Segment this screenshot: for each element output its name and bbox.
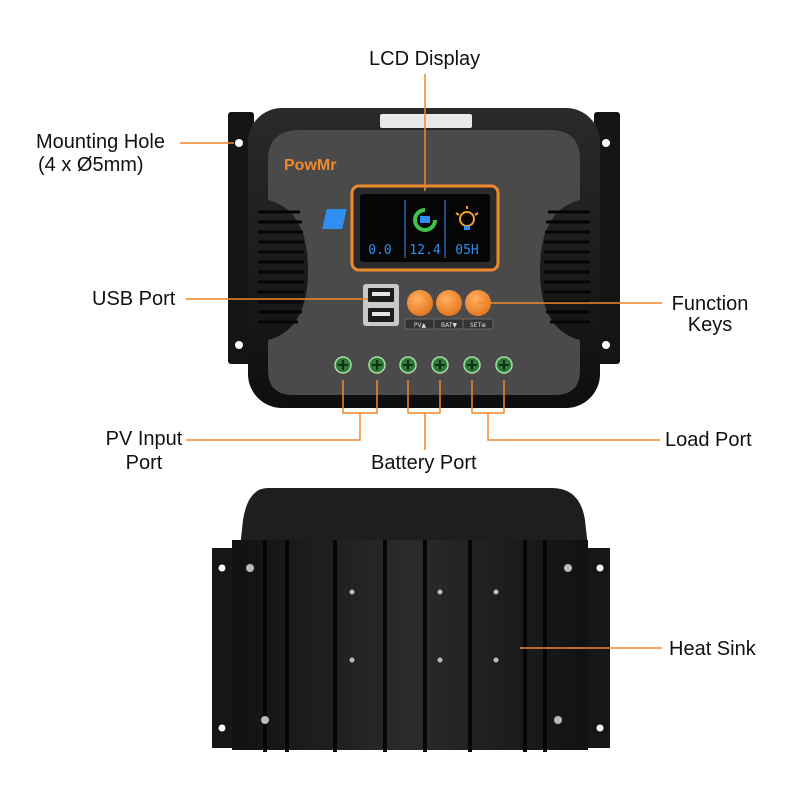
key-label: PV▲ [414,322,427,329]
mounting-hole [602,139,610,147]
mounting-hole-spec: (4 x Ø5mm) [38,154,144,176]
mounting-hole [218,724,226,732]
terminal-row [334,356,513,374]
pv-leader-line [186,413,361,441]
pv-input-port-label-line2: Port [125,452,163,474]
heat-sink-screws [246,564,572,724]
key-label-plate [462,318,494,330]
heat-sink [212,488,610,752]
side-grip-left [258,210,304,324]
mounting-hole-label: Mounting Hole [36,131,165,153]
mounting-hole [602,341,610,349]
heat-sink-top-cap [240,488,588,548]
lcd-battery-value: 12.4 [409,243,440,258]
brand-logo: PowMr [284,157,336,174]
callout-lines [180,74,662,649]
battery-cycle-icon [413,208,437,232]
key-label: SET⊕ [470,322,486,329]
lcd-display-label: LCD Display [369,48,481,70]
load-port-label: Load Port [665,429,752,451]
mounting-hole [235,139,243,147]
lcd-pv-value: 0.0 [368,243,391,258]
usb-port-label: USB Port [92,288,176,310]
pv-up-key[interactable] [407,290,433,316]
pv-input-port-label: PV Input [105,428,183,450]
solar-panel-icon [322,208,392,230]
label-sticker [380,114,472,128]
lcd-load-value: 05H [455,243,478,258]
side-grip-right [544,210,590,324]
mounting-flange-right [594,112,620,364]
load-leader-line [487,413,660,441]
mounting-hole [596,564,604,572]
mounting-hole [235,341,243,349]
bulb-icon [455,206,479,230]
bat-down-key[interactable] [436,290,462,316]
function-keys-label: Function [671,293,749,315]
mounting-hole [596,724,604,732]
heat-sink-body [232,540,588,750]
controller-front: PowMr 0.0 12.4 05H [228,108,620,408]
heat-sink-fins [263,540,547,752]
function-keys-label-line2: Keys [687,314,733,336]
key-label: BAT▼ [441,322,457,329]
mounting-flange-left [228,112,254,364]
battery-bracket [407,380,441,414]
battery-port-label: Battery Port [371,452,477,474]
heat-sink-label: Heat Sink [669,638,756,660]
mounting-hole [218,564,226,572]
